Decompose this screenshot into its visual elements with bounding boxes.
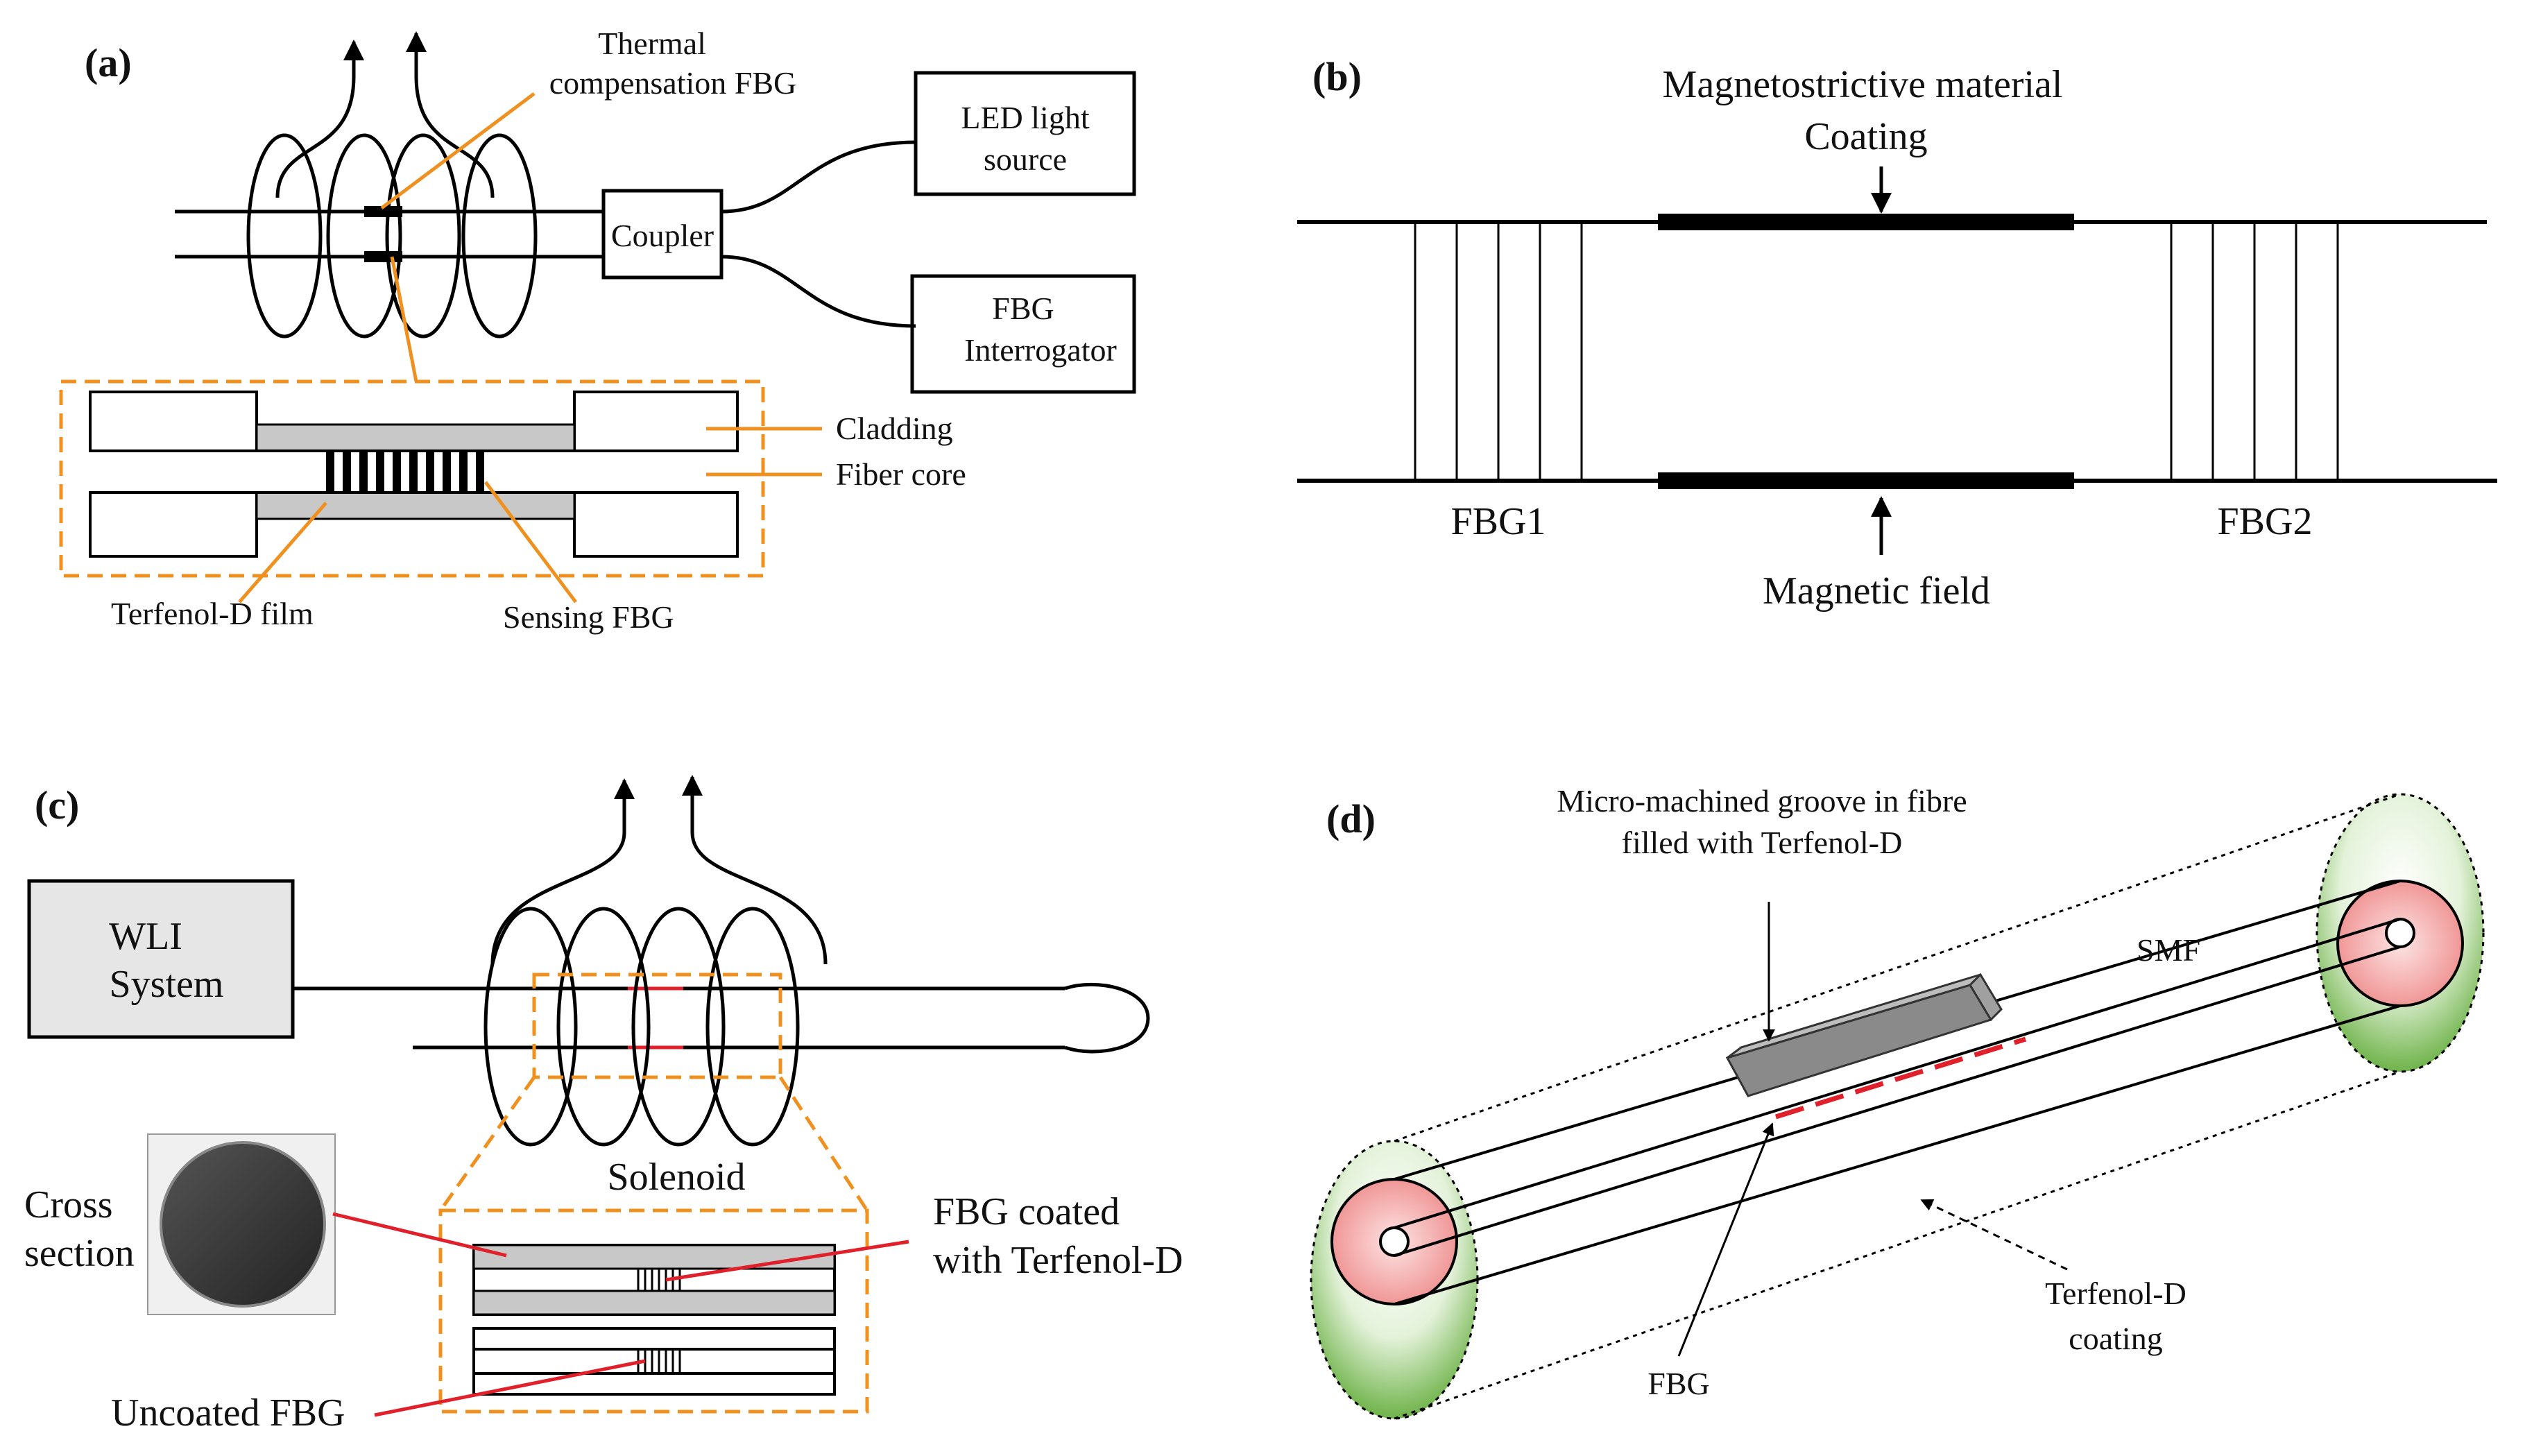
coil-lead-out	[275, 40, 364, 198]
fbg-dashes	[1774, 1036, 2027, 1120]
cross-label-2: section	[24, 1232, 135, 1275]
thermal-label-1: Thermal	[598, 26, 706, 61]
thermal-pointer	[380, 92, 536, 209]
thermal-fbg-mark-upper	[364, 206, 402, 217]
wli-label-1: WLI	[109, 915, 182, 958]
field-label: Magnetic field	[1763, 569, 1990, 613]
link-to-led	[721, 140, 916, 214]
cross-label-1: Cross	[24, 1183, 113, 1226]
smf-label: SMF	[2137, 932, 2200, 968]
sensing-fbg-grating	[326, 451, 484, 493]
fbg1-grating	[1414, 222, 1583, 481]
zoom-box-c	[438, 1208, 869, 1414]
coated-pointer	[665, 1240, 909, 1282]
panel-b-label: (b)	[1312, 54, 1362, 99]
coated-layer-top	[472, 1244, 836, 1270]
coating-edge-top	[1394, 793, 2401, 1142]
cladding-label: Cladding	[836, 411, 953, 446]
sensing-pointer	[484, 481, 577, 603]
coating-arrow-d	[1920, 1199, 2068, 1271]
coated-label-2: with Terfenol-D	[933, 1239, 1183, 1282]
material-label-2: Coating	[1804, 115, 1927, 158]
end-block-tl	[89, 391, 258, 452]
link-to-interrogator	[721, 255, 916, 328]
cross-pointer	[332, 1212, 507, 1258]
coating-edge-bottom	[1394, 1070, 2401, 1420]
coil-lead-in	[406, 31, 495, 198]
zoom-source-c	[532, 973, 782, 1079]
uncoated-label: Uncoated FBG	[111, 1391, 345, 1434]
coating-top-b	[1658, 214, 2074, 230]
end-block-br	[573, 491, 739, 558]
groove-label-1: Micro-machined groove in fibre	[1557, 783, 1967, 819]
groove-side	[1969, 973, 2003, 1022]
cladding-film-top	[255, 423, 576, 452]
core-edge-bottom	[1394, 945, 2401, 1257]
cross-section-disc	[160, 1141, 326, 1308]
coating-bottom-b	[1658, 472, 2074, 489]
interrogator-label-1: FBG	[992, 291, 1054, 326]
solenoid-lead-in	[682, 775, 828, 965]
interrogator-box	[910, 274, 1136, 394]
zoom-link-right	[778, 1076, 869, 1212]
coupler-label: Coupler	[611, 218, 714, 253]
sensing-label: Sensing FBG	[503, 599, 674, 635]
coupler-box	[601, 189, 724, 280]
panel-b: (b) Magnetostrictive material Coating FB…	[1297, 54, 2497, 613]
coated-layer-bottom	[472, 1290, 836, 1316]
fbg-label-d: FBG	[1647, 1366, 1709, 1401]
panel-a-label: (a)	[85, 40, 132, 85]
led-label-1: LED light	[961, 100, 1089, 135]
panel-a: (a) Coupler LED light source FBG Interro…	[59, 26, 1136, 635]
material-label-1: Magnetostrictive material	[1663, 63, 2063, 106]
zoom-link-left	[438, 1076, 536, 1212]
uncoated-pointer	[374, 1359, 646, 1417]
fbg2-label: FBG2	[2218, 500, 2313, 543]
coating-label-1: Terfenol-D	[2045, 1276, 2186, 1311]
film-label: Terfenol-D film	[111, 596, 314, 631]
panel-d: (d) Micro-machined groove in fibre fille…	[1310, 783, 2485, 1420]
panel-c-label: (c)	[35, 782, 79, 828]
panel-c: (c) WLI System Solenoid	[24, 775, 1183, 1434]
fbg1-label: FBG1	[1451, 500, 1546, 543]
wli-box	[27, 879, 295, 1039]
fibre-edge-bottom	[1394, 1004, 2401, 1305]
solenoid-lead-out	[490, 778, 635, 965]
core-label: Fiber core	[836, 456, 966, 492]
groove-label-2: filled with Terfenol-D	[1622, 825, 1903, 860]
thermal-fbg-mark-lower	[364, 251, 402, 262]
fbg-arrow	[1677, 1122, 1774, 1357]
end-block-tr	[573, 391, 739, 452]
fbg2-grating	[2170, 222, 2339, 481]
led-label-2: source	[984, 142, 1067, 177]
coated-label-1: FBG coated	[933, 1190, 1120, 1233]
coating-label-2: coating	[2069, 1321, 2162, 1356]
cladding-film-bottom	[255, 491, 576, 520]
core-edge-top	[1394, 918, 2401, 1229]
fiber-loop-end	[1064, 982, 1150, 1054]
interrogator-label-2: Interrogator	[964, 332, 1117, 368]
solenoid-label: Solenoid	[607, 1156, 745, 1199]
zoom-pointer	[390, 256, 418, 382]
wli-label-2: System	[110, 963, 224, 1006]
end-block-bl	[89, 491, 258, 558]
film-pointer	[238, 502, 327, 603]
panel-d-label: (d)	[1326, 796, 1376, 841]
led-source-box	[914, 71, 1136, 196]
solenoid-coil	[483, 907, 800, 1147]
thermal-label-2: compensation FBG	[549, 65, 796, 101]
coil-a	[246, 133, 538, 339]
